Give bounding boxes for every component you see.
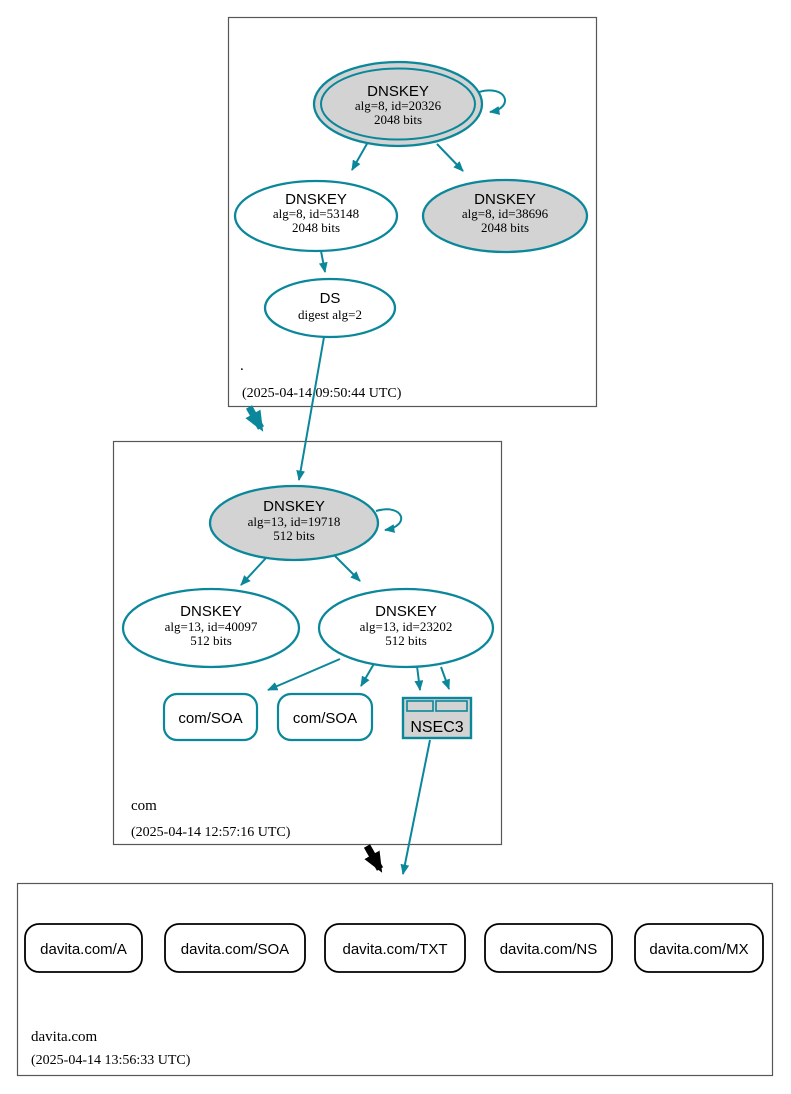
zone-box-com bbox=[112, 440, 503, 846]
node-davita-ns[interactable]: davita.com/NS bbox=[484, 923, 613, 973]
node-root-dnskey-zsk1[interactable]: DNSKEY alg=8, id=53148 2048 bits bbox=[233, 179, 399, 253]
com-soa1-rect bbox=[162, 692, 259, 742]
davita-a-rect bbox=[24, 923, 143, 973]
node-root-dnskey-ksk[interactable]: DNSKEY alg=8, id=20326 2048 bits bbox=[312, 60, 484, 148]
davita-soa-label: davita.com/SOA bbox=[181, 941, 289, 958]
root-ds-title: DS bbox=[320, 290, 341, 307]
root-zsk2-detail: alg=8, id=38696 bbox=[462, 206, 549, 221]
edge-ds-to-com-ksk bbox=[296, 336, 325, 481]
edge-delegation-com-to-davita bbox=[363, 844, 384, 873]
com-zsk1-detail: alg=13, id=40097 bbox=[165, 619, 258, 634]
node-davita-mx[interactable]: davita.com/MX bbox=[634, 923, 764, 973]
com-nsec3-label: NSEC3 bbox=[410, 719, 463, 736]
com-ksk-detail: alg=13, id=19718 bbox=[248, 514, 341, 529]
node-davita-soa[interactable]: davita.com/SOA bbox=[164, 923, 306, 973]
com-soa2-rect bbox=[276, 692, 374, 742]
edge-delegation-root-to-com bbox=[245, 405, 265, 432]
com-zsk2-detail: alg=13, id=23202 bbox=[360, 619, 453, 634]
node-davita-a[interactable]: davita.com/A bbox=[24, 923, 143, 973]
edge-root-ksk-to-zsk1 bbox=[351, 141, 369, 171]
com-zsk1-ellipse bbox=[121, 587, 301, 669]
edge-com-zsk2-to-nsec3-cell2 bbox=[440, 666, 450, 690]
davita-ns-rect bbox=[484, 923, 613, 973]
root-ksk-outer-ellipse bbox=[312, 60, 484, 148]
root-ds-ellipse bbox=[263, 277, 397, 339]
root-ds-detail: digest alg=2 bbox=[298, 307, 362, 322]
edge-com-zsk2-to-soa2 bbox=[360, 661, 376, 687]
com-zsk2-ellipse bbox=[317, 587, 495, 669]
zone-box-root bbox=[227, 16, 598, 408]
com-nsec3-cell1 bbox=[406, 700, 434, 712]
zone-label-root: . bbox=[240, 358, 244, 374]
node-com-dnskey-zsk2[interactable]: DNSKEY alg=13, id=23202 512 bits bbox=[317, 587, 495, 669]
zone-box-davita bbox=[16, 882, 774, 1077]
davita-mx-label: davita.com/MX bbox=[649, 941, 748, 958]
edge-root-ksk-selfloop bbox=[478, 89, 506, 115]
root-ksk-inner-ellipse bbox=[320, 67, 476, 141]
davita-ns-label: davita.com/NS bbox=[500, 941, 598, 958]
root-ksk-title: DNSKEY bbox=[367, 83, 429, 100]
davita-txt-rect bbox=[324, 923, 466, 973]
root-zsk2-title: DNSKEY bbox=[474, 191, 536, 208]
root-zsk1-title: DNSKEY bbox=[285, 191, 347, 208]
com-soa1-label: com/SOA bbox=[178, 710, 242, 727]
zone-label-com: com bbox=[131, 798, 157, 814]
edge-com-zsk2-to-nsec3-cell1 bbox=[414, 665, 424, 691]
root-zsk1-bits: 2048 bits bbox=[292, 220, 340, 235]
edge-com-ksk-to-zsk1 bbox=[240, 557, 267, 586]
node-com-soa-1[interactable]: com/SOA bbox=[162, 692, 259, 742]
edge-com-ksk-to-zsk2 bbox=[334, 555, 361, 582]
node-root-dnskey-zsk2[interactable]: DNSKEY alg=8, id=38696 2048 bits bbox=[421, 178, 589, 254]
node-davita-txt[interactable]: davita.com/TXT bbox=[324, 923, 466, 973]
root-ksk-bits: 2048 bits bbox=[374, 112, 422, 127]
zone-timestamp-root: (2025-04-14 09:50:44 UTC) bbox=[242, 386, 402, 401]
com-zsk2-bits: 512 bits bbox=[385, 633, 427, 648]
edge-com-zsk2-to-soa1 bbox=[267, 658, 341, 691]
node-com-dnskey-ksk[interactable]: DNSKEY alg=13, id=19718 512 bits bbox=[208, 484, 380, 562]
node-com-soa-2[interactable]: com/SOA bbox=[276, 692, 374, 742]
node-com-dnskey-zsk1[interactable]: DNSKEY alg=13, id=40097 512 bits bbox=[121, 587, 301, 669]
zone-timestamp-com: (2025-04-14 12:57:16 UTC) bbox=[131, 825, 291, 840]
edge-com-ksk-selfloop bbox=[375, 508, 403, 533]
root-zsk2-bits: 2048 bits bbox=[481, 220, 529, 235]
node-root-ds[interactable]: DS digest alg=2 bbox=[263, 277, 397, 339]
com-zsk1-title: DNSKEY bbox=[180, 603, 242, 620]
davita-soa-rect bbox=[164, 923, 306, 973]
edge-root-zsk1-to-ds bbox=[318, 250, 328, 273]
root-zsk2-ellipse bbox=[421, 178, 589, 254]
com-ksk-ellipse bbox=[208, 484, 380, 562]
com-zsk1-bits: 512 bits bbox=[190, 633, 232, 648]
com-ksk-bits: 512 bits bbox=[273, 528, 315, 543]
zone-label-davita: davita.com bbox=[31, 1029, 98, 1045]
edge-nsec3-to-davita bbox=[400, 739, 431, 875]
com-soa2-label: com/SOA bbox=[293, 710, 357, 727]
root-zsk1-detail: alg=8, id=53148 bbox=[273, 206, 359, 221]
davita-mx-rect bbox=[634, 923, 764, 973]
node-com-nsec3[interactable]: NSEC3 bbox=[401, 696, 473, 740]
davita-a-label: davita.com/A bbox=[40, 941, 127, 958]
edge-root-ksk-to-zsk2 bbox=[436, 143, 464, 172]
root-ksk-detail: alg=8, id=20326 bbox=[355, 98, 442, 113]
com-nsec3-cell2 bbox=[435, 700, 468, 712]
zone-timestamp-davita: (2025-04-14 13:56:33 UTC) bbox=[31, 1053, 191, 1068]
root-zsk1-ellipse bbox=[233, 179, 399, 253]
com-zsk2-title: DNSKEY bbox=[375, 603, 437, 620]
com-ksk-title: DNSKEY bbox=[263, 498, 325, 515]
davita-txt-label: davita.com/TXT bbox=[342, 941, 447, 958]
